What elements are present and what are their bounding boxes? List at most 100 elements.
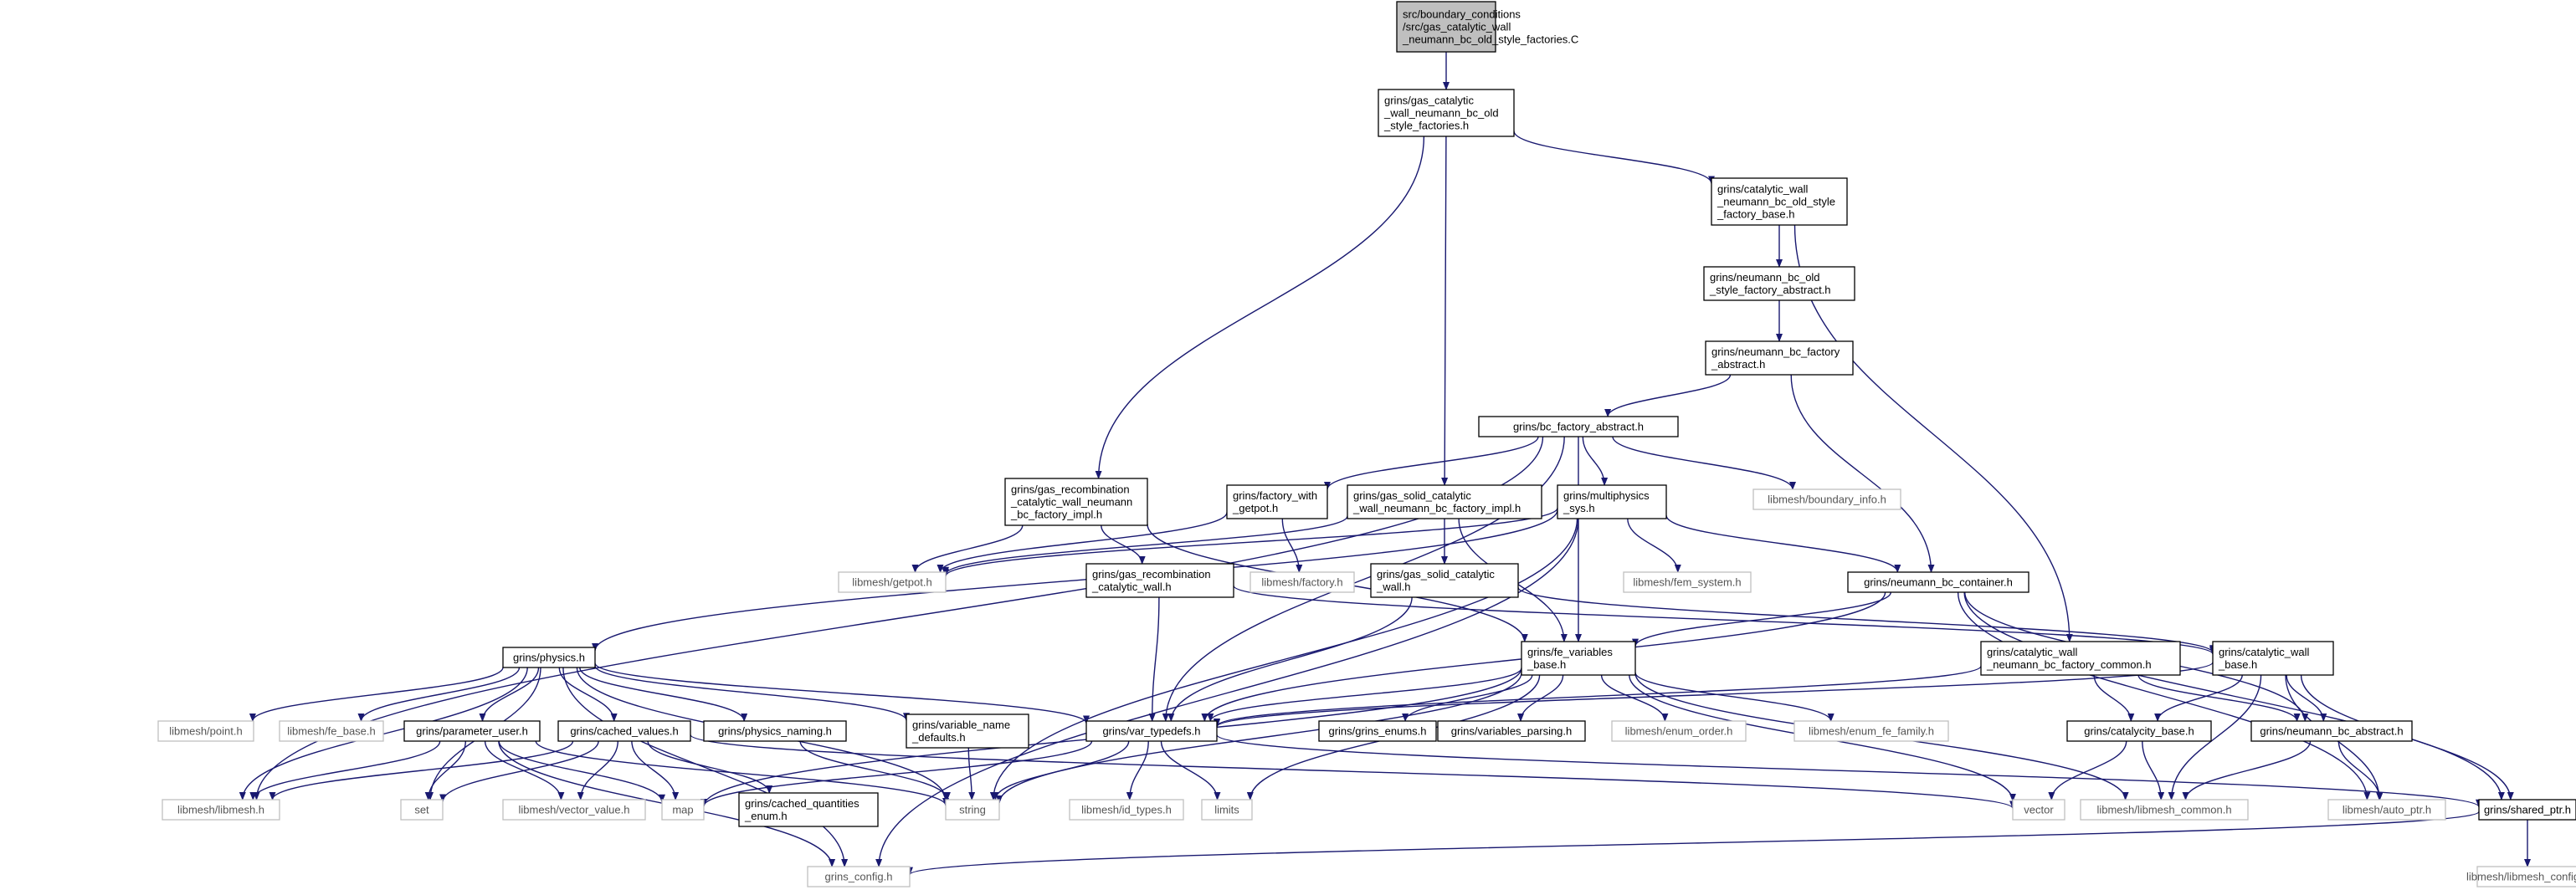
edge-var_name_defaults-to-string [967,747,976,800]
node-label-gas_recomb_cw-line-1: _catalytic_wall.h [1091,581,1172,593]
edge-bc_fac_abs-to-multiphysics [1582,436,1609,486]
node-box-gcw_old [1378,89,1515,137]
edge-param_user-to-string [535,740,949,806]
edge-fe_var_base-to-enum_fe_family [1634,672,1835,722]
edge-nbc_abstract-to-libmesh_common [2182,740,2312,800]
node-box-libmesh_config [2476,866,2576,887]
node-label-limits-line-0: limits [1214,804,1239,816]
node-label-cw_base-line-1: _base.h [2218,658,2257,671]
edge-factory_getpot-to-lm_factory [1281,518,1303,573]
node-box-vector [2012,799,2065,821]
node-label-cached_q_enum-line-0: grins/cached_quantities [745,797,860,810]
edge-nbc_container-to-fe_var_base [1632,591,1891,647]
edge-fe_var_base-to-string [996,672,1522,804]
edge-var_typedefs-to-map [700,740,1093,807]
node-var_parsing[interactable]: grins/variables_parsing.h [1437,720,1586,742]
edge-gas_recomb_cw-to-var_typedefs [1148,596,1160,722]
node-label-libmesh_h-line-0: libmesh/libmesh.h [177,804,264,816]
node-factory_getpot[interactable]: grins/factory_with_getpot.h [1226,484,1328,519]
node-label-gcw_old-line-1: _wall_neumann_bc_old [1383,107,1499,120]
node-label-vector-line-0: vector [2024,804,2054,816]
node-label-multiphysics-line-0: grins/multiphysics [1563,489,1650,502]
edge-gas_solid_impl-to-getpot [942,515,1348,575]
node-cached_q_enum[interactable]: grins/cached_quantities_enum.h [738,792,879,827]
node-label-factory_getpot-line-0: grins/factory_with [1233,489,1317,502]
node-nbc_container[interactable]: grins/neumann_bc_container.h [1847,571,2029,593]
node-label-set-line-0: set [414,804,429,816]
node-box-bc_fac_abs [1478,416,1679,437]
node-label-gas_solid_cw-line-0: grins/gas_solid_catalytic [1377,568,1495,581]
node-fem_system: libmesh/fem_system.h [1623,571,1752,593]
node-catalycity_base[interactable]: grins/catalycity_base.h [2066,720,2212,742]
node-shared_ptr[interactable]: grins/shared_ptr.h [2478,799,2576,821]
node-box-nbc_abstract [2250,720,2413,742]
node-phys_naming[interactable]: grins/physics_naming.h [703,720,847,742]
edge-physics-to-phys_naming [579,667,748,722]
node-label-root-line-1: /src/gas_catalytic_wall [1403,21,1511,33]
node-gcw_old[interactable]: grins/gas_catalytic_wall_neumann_bc_old_… [1378,89,1515,137]
node-box-cw_old_base [1711,177,1848,226]
edge-cached_values-to-cached_q_enum [647,740,773,794]
node-gas_solid_cw[interactable]: grins/gas_solid_catalytic_wall.h [1370,563,1519,598]
node-gas_solid_impl[interactable]: grins/gas_solid_catalytic_wall_neumann_b… [1347,484,1542,519]
node-label-nbc_old_abs-line-0: grins/neumann_bc_old [1710,271,1820,284]
node-label-grins_config-line-0: grins_config.h [825,871,893,883]
node-limits: limits [1201,799,1253,821]
node-fe_var_base[interactable]: grins/fe_variables_base.h [1521,641,1636,676]
node-box-gas_solid_impl [1347,484,1542,519]
node-nbc_abstract[interactable]: grins/neumann_bc_abstract.h [2250,720,2413,742]
node-grins_config: grins_config.h [807,866,911,887]
node-param_user[interactable]: grins/parameter_user.h [403,720,541,742]
edge-gcw_old-to-gas_recomb_impl [1095,136,1425,479]
edge-physics-to-cached_values [558,667,618,722]
node-libmesh_h: libmesh/libmesh.h [162,799,280,821]
edge-param_user-to-set [424,740,466,800]
node-physics[interactable]: grins/physics.h [502,647,596,668]
node-box-limits [1201,799,1253,821]
edge-gcw_old-to-cw_old_base [1513,130,1715,185]
node-cw_old_base[interactable]: grins/catalytic_wall_neumann_bc_old_styl… [1711,177,1848,226]
node-gas_recomb_impl[interactable]: grins/gas_recombination_catalytic_wall_n… [1004,478,1148,526]
node-cached_values[interactable]: grins/cached_values.h [557,720,691,742]
node-box-phys_naming [703,720,847,742]
node-box-physics [502,647,596,668]
node-label-fem_system-line-0: libmesh/fem_system.h [1633,576,1741,589]
node-label-cw_old_base-line-2: _factory_base.h [1716,208,1795,221]
node-label-lm_factory-line-0: libmesh/factory.h [1261,576,1342,589]
node-nbc_old_abs[interactable]: grins/neumann_bc_old_style_factory_abstr… [1703,266,1855,301]
edge-physics-to-libmesh_h [239,667,528,800]
node-label-enum_order-line-0: libmesh/enum_order.h [1625,725,1733,738]
node-var_name_defaults[interactable]: grins/variable_name_defaults.h [906,714,1029,749]
node-grins_enums[interactable]: grins/grins_enums.h [1318,720,1437,742]
node-multiphysics[interactable]: grins/multiphysics_sys.h [1557,484,1667,519]
node-root[interactable]: src/boundary_conditions/src/gas_catalyti… [1396,1,1578,53]
node-bc_fac_abs[interactable]: grins/bc_factory_abstract.h [1478,416,1679,437]
node-box-lm_factory [1250,571,1355,593]
edge-gcw_old-to-gas_solid_impl [1441,136,1449,486]
node-gas_recomb_cw[interactable]: grins/gas_recombination_catalytic_wall.h [1085,563,1234,598]
node-label-var_name_defaults-line-1: _defaults.h [911,731,966,744]
node-label-cw_old_base-line-0: grins/catalytic_wall [1717,183,1808,196]
edge-cw_common-to-var_typedefs [1214,665,1982,727]
edge-physics-to-var_typedefs [594,662,1090,724]
edge-gas_recomb_impl-to-getpot [911,524,1024,573]
node-label-cw_common-line-1: _neumann_bc_factory_common.h [1986,658,2152,671]
node-label-gas_solid_impl-line-0: grins/gas_solid_catalytic [1353,489,1471,502]
edge-bc_fac_abs-to-boundary_info [1612,436,1796,490]
edge-factory_getpot-to-getpot [936,512,1228,573]
node-cw_base[interactable]: grins/catalytic_wall_base.h [2212,641,2334,676]
node-label-gas_recomb_impl-line-2: _bc_factory_impl.h [1010,509,1102,521]
edge-cw_base-to-libmesh_common [2168,674,2262,800]
node-vector_value: libmesh/vector_value.h [502,799,646,821]
node-libmesh_config: libmesh/libmesh_config.h [2466,866,2576,887]
node-box-fe_base [279,720,384,742]
node-nbc_fac_abs[interactable]: grins/neumann_bc_factory_abstract.h [1705,340,1854,376]
node-var_typedefs[interactable]: grins/var_typedefs.h [1085,720,1218,742]
node-label-shared_ptr-line-0: grins/shared_ptr.h [2484,804,2571,816]
node-box-catalycity_base [2066,720,2212,742]
edge-var_typedefs-to-limits [1160,740,1221,800]
node-box-fe_var_base [1521,641,1636,676]
node-cw_common[interactable]: grins/catalytic_wall_neumann_bc_factory_… [1980,641,2181,676]
node-box-nbc_container [1847,571,2029,593]
